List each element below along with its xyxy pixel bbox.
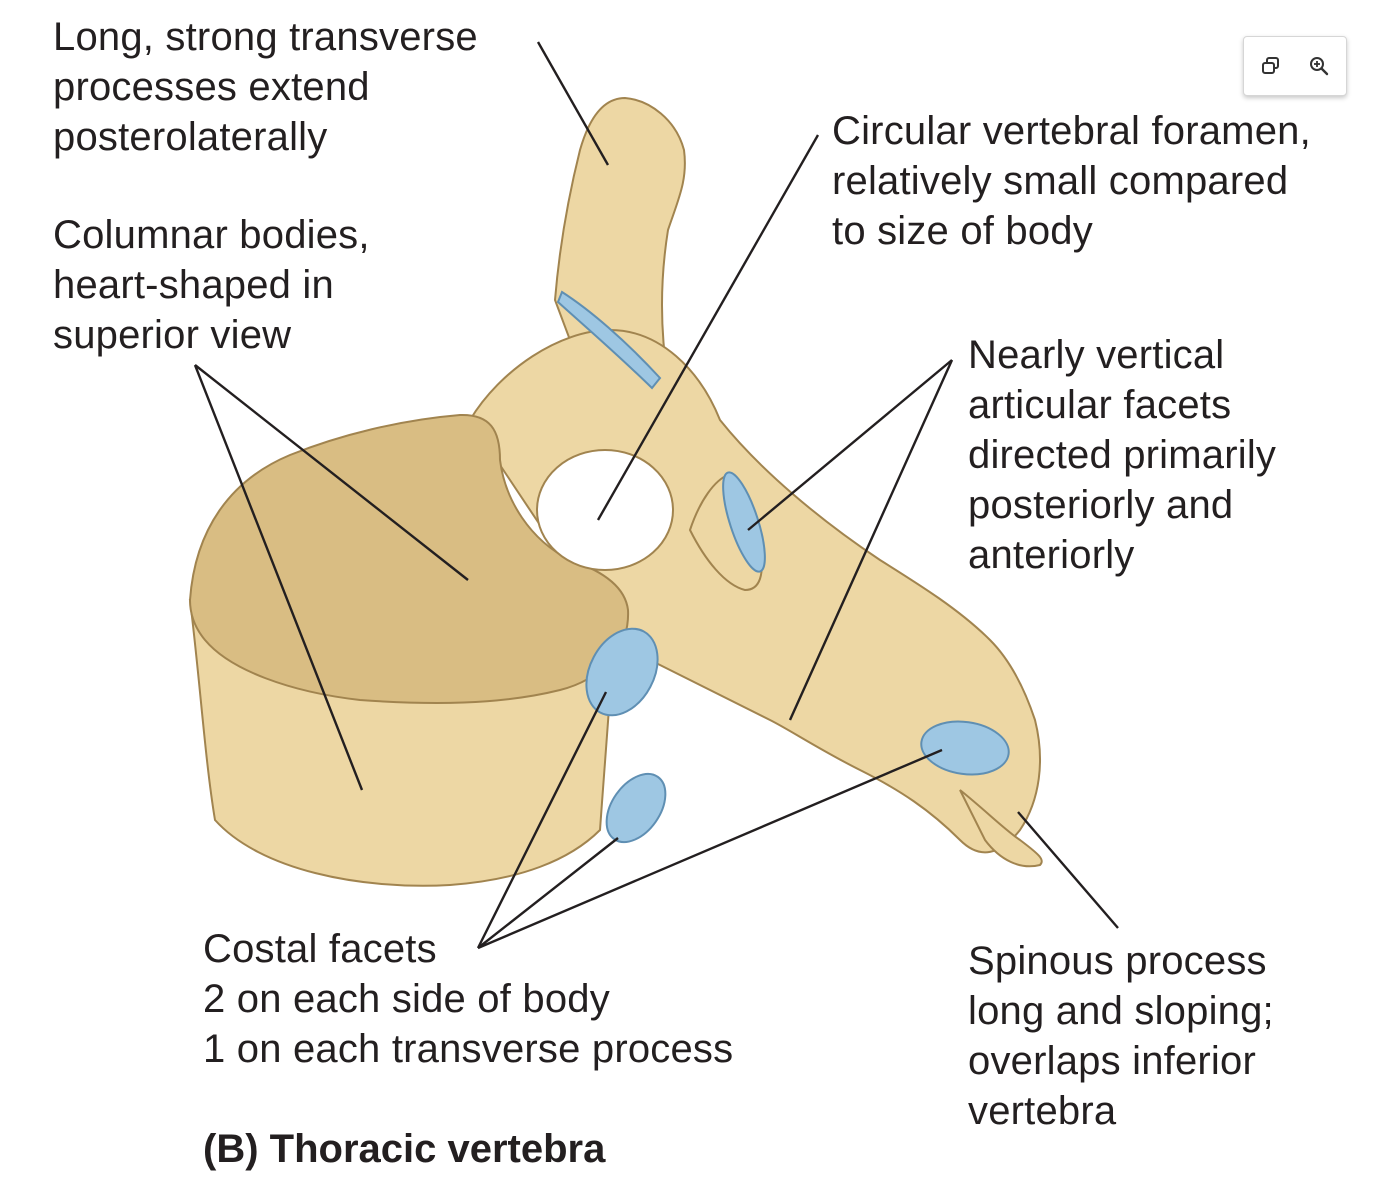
label-line: posteriorly and bbox=[968, 483, 1234, 527]
label-line: directed primarily bbox=[968, 433, 1277, 477]
figure-caption: (B) Thoracic vertebra bbox=[203, 1127, 606, 1171]
label-spinous-process: Spinous process long and sloping; overla… bbox=[968, 936, 1274, 1136]
label-line: Nearly vertical bbox=[968, 333, 1225, 377]
copy-button[interactable] bbox=[1253, 48, 1289, 84]
label-line: long and sloping; bbox=[968, 989, 1274, 1033]
label-costal-facets: Costal facets 2 on each side of body 1 o… bbox=[203, 924, 733, 1074]
leader-spinous bbox=[1017, 811, 1119, 929]
leader-transverse bbox=[536, 41, 610, 166]
label-line: Costal facets bbox=[203, 927, 437, 971]
leader-lines bbox=[193, 41, 1119, 950]
label-line: vertebra bbox=[968, 1089, 1117, 1133]
image-toolbar bbox=[1243, 36, 1347, 96]
label-line: Long, strong transverse bbox=[53, 15, 478, 59]
leader-costal-1 bbox=[476, 691, 608, 949]
label-articular-facets: Nearly vertical articular facets directe… bbox=[968, 330, 1276, 580]
label-line: 2 on each side of body bbox=[203, 977, 610, 1021]
leader-costal-3 bbox=[477, 748, 943, 950]
zoom-in-button[interactable] bbox=[1301, 48, 1337, 84]
label-line: Columnar bodies, bbox=[53, 213, 370, 257]
leader-articular-lower bbox=[788, 359, 954, 721]
label-line: superior view bbox=[53, 313, 292, 357]
label-line: overlaps inferior bbox=[968, 1039, 1256, 1083]
leader-bodies-top bbox=[194, 364, 469, 581]
leader-foramen bbox=[596, 134, 820, 521]
label-line: articular facets bbox=[968, 383, 1232, 427]
leader-bodies-side bbox=[193, 364, 364, 791]
label-transverse-processes: Long, strong transverse processes extend… bbox=[53, 12, 478, 162]
zoom-in-icon bbox=[1310, 57, 1329, 76]
label-line: 1 on each transverse process bbox=[203, 1027, 734, 1071]
label-line: heart-shaped in bbox=[53, 263, 334, 307]
label-line: relatively small compared bbox=[832, 159, 1289, 203]
label-line: posterolaterally bbox=[53, 115, 328, 159]
transverse-costal-facet bbox=[920, 720, 1010, 776]
costal-facet-lower bbox=[605, 772, 667, 844]
label-line: anteriorly bbox=[968, 533, 1135, 577]
transverse-process-facet bbox=[556, 290, 662, 390]
superior-articular-facet bbox=[722, 471, 766, 573]
leader-articular-upper bbox=[747, 359, 953, 531]
label-line: to size of body bbox=[832, 209, 1093, 253]
label-line: Circular vertebral foramen, bbox=[832, 109, 1311, 153]
label-vertebral-foramen: Circular vertebral foramen, relatively s… bbox=[832, 106, 1311, 256]
label-line: processes extend bbox=[53, 65, 370, 109]
facets bbox=[556, 290, 1010, 844]
copy-icon bbox=[1262, 57, 1279, 74]
label-line: Spinous process bbox=[968, 939, 1267, 983]
label-columnar-bodies: Columnar bodies, heart-shaped in superio… bbox=[53, 210, 370, 360]
leader-costal-2 bbox=[477, 837, 619, 949]
spinous-process-tip bbox=[959, 789, 1043, 868]
